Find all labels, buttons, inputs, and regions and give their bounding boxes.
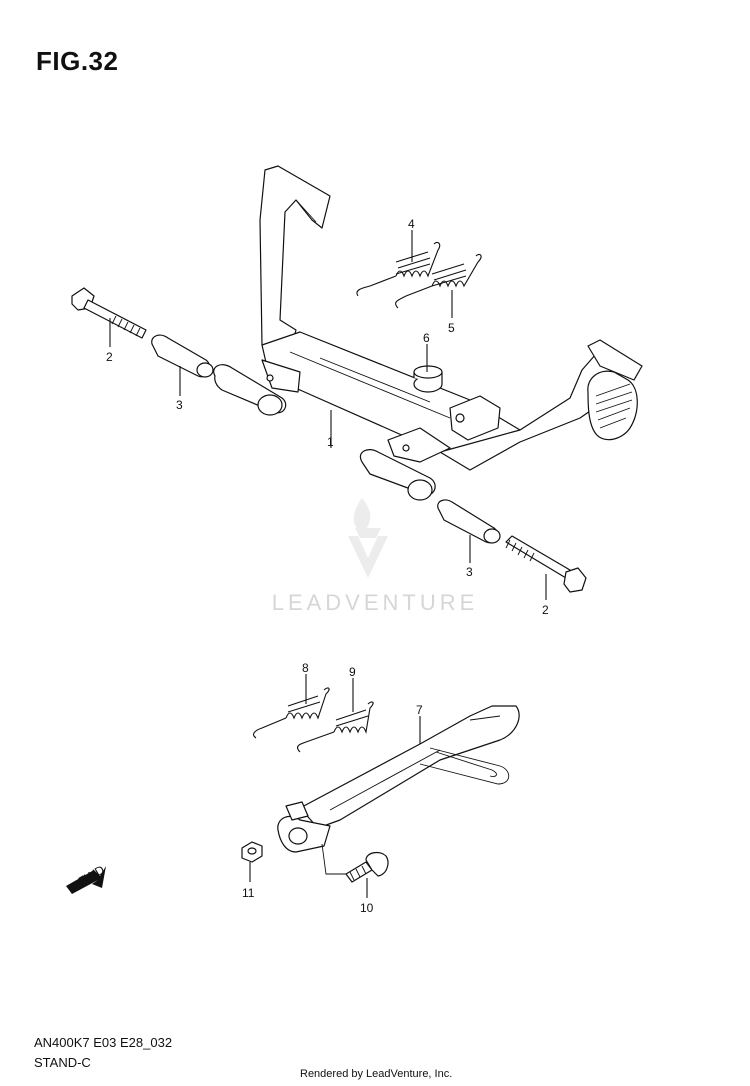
callout-10: 10 — [360, 901, 374, 915]
nut-11 — [241, 841, 263, 863]
spring-5 — [395, 253, 482, 309]
bolt-upper — [71, 287, 147, 339]
cap-6 — [413, 365, 443, 393]
callout-4: 4 — [408, 217, 415, 231]
callout-6: 6 — [423, 331, 430, 345]
spring-8 — [253, 687, 330, 739]
callout-8: 8 — [302, 661, 309, 675]
callout-1: 1 — [327, 435, 334, 449]
fwd-arrow-icon: FWD — [66, 862, 107, 894]
callout-3-lower: 3 — [466, 565, 473, 579]
callout-2-lower: 2 — [542, 603, 549, 617]
callout-2-upper: 2 — [106, 350, 113, 364]
spring-9 — [297, 701, 374, 753]
collar-lower — [437, 499, 501, 544]
watermark-logo — [348, 498, 388, 578]
callouts: 1 2 3 4 5 6 3 2 8 9 7 11 10 — [106, 217, 549, 915]
diagram-code: AN400K7 E03 E28_032 — [34, 1035, 173, 1050]
side-stand — [277, 705, 520, 875]
callout-11: 11 — [242, 886, 255, 900]
rendered-by: Rendered by LeadVenture, Inc. — [300, 1068, 453, 1080]
bolt-10 — [345, 851, 389, 883]
callout-7: 7 — [416, 703, 423, 717]
callout-3-upper: 3 — [176, 398, 183, 412]
bolt-lower — [505, 535, 587, 593]
diagram-subtitle: STAND-C — [34, 1055, 91, 1070]
callout-5: 5 — [448, 321, 455, 335]
collar-upper — [151, 334, 214, 378]
figure-title: FIG.32 — [36, 46, 119, 76]
center-stand — [213, 165, 643, 501]
leader-lines — [109, 230, 547, 898]
callout-9: 9 — [349, 665, 356, 679]
watermark-text: LEADVENTURE — [271, 590, 479, 615]
